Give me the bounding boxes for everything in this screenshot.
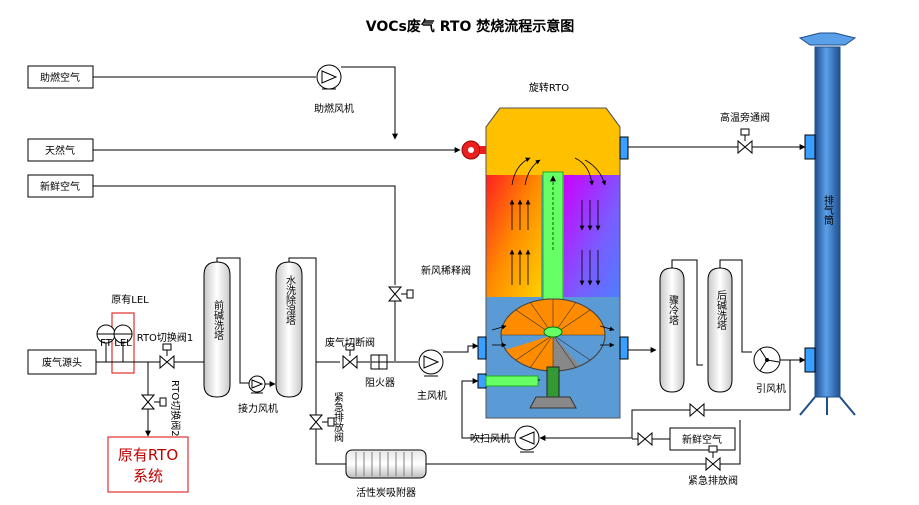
quench-tower: 骤冷塔 bbox=[659, 267, 685, 393]
exhaust-cutoff-valve-label: 废气切断阀 bbox=[325, 336, 375, 349]
main-fan bbox=[418, 349, 444, 377]
rto-switch-valve-1 bbox=[159, 343, 175, 370]
hot-bypass-valve-label: 高温旁通阀 bbox=[720, 111, 770, 124]
exhaust-stack-label: 排气筒 bbox=[822, 194, 834, 226]
svg-text:前碱洗塔: 前碱洗塔 bbox=[212, 299, 224, 341]
lel-highlight-box bbox=[111, 312, 135, 374]
svg-text:新鲜空气: 新鲜空气 bbox=[40, 180, 80, 193]
post-scrubber-tower: 后碱洗塔 bbox=[707, 267, 733, 393]
fresh-dilution-valve-label: 新风稀释阀 bbox=[421, 264, 471, 277]
rto-switch-valve-1-label: RTO切换阀1 bbox=[137, 331, 194, 344]
emergency-vent-valve-2-label: 紧急排放阀 bbox=[688, 474, 738, 487]
svg-text:骤冷塔: 骤冷塔 bbox=[667, 295, 679, 326]
rto-label: 旋转RTO bbox=[529, 81, 569, 94]
purge-fan bbox=[514, 425, 540, 453]
exhaust-stack bbox=[798, 32, 857, 416]
svg-text:后碱洗塔: 后碱洗塔 bbox=[715, 290, 727, 331]
fresh-air-valve bbox=[637, 431, 653, 447]
flame-arrester-label: 阻火器 bbox=[365, 377, 395, 389]
svg-text:天然气: 天然气 bbox=[45, 144, 75, 157]
original-rto-system-box: 原有RTO 系统 bbox=[107, 436, 189, 493]
exhaust-cutoff-valve bbox=[342, 343, 358, 370]
svg-text:助燃空气: 助燃空气 bbox=[40, 71, 80, 84]
emergency-vent-valve-1 bbox=[308, 414, 335, 430]
induced-fan-label: 引风机 bbox=[756, 382, 786, 395]
combustion-fan: 助燃风机 bbox=[314, 64, 354, 115]
fresh-dilution-valve bbox=[387, 286, 414, 302]
combustion-fan-label: 助燃风机 bbox=[314, 102, 354, 115]
flame-arrester bbox=[370, 354, 388, 370]
rto-switch-valve-2-label: RTO切换阀2 bbox=[169, 380, 182, 437]
rto-purge-nozzle bbox=[477, 373, 487, 389]
rotor-shaft bbox=[546, 366, 560, 398]
rto-inlet-nozzle bbox=[477, 336, 487, 360]
water-demister-tower: 水洗除湿塔 bbox=[275, 261, 303, 398]
waste-gas-source-box: 废气源头 bbox=[27, 349, 97, 375]
carbon-adsorber-label: 活性炭吸附器 bbox=[356, 486, 416, 499]
rotary-valve-disc bbox=[500, 298, 606, 372]
main-fan-label: 主风机 bbox=[417, 389, 447, 402]
pre-scrubber-tower: 前碱洗塔 bbox=[203, 261, 231, 398]
emergency-vent-valve-1-label: 紧急排放阀 bbox=[332, 392, 344, 443]
induced-fan bbox=[753, 346, 781, 374]
fresh-air-top-box: 新鲜空气 bbox=[27, 174, 94, 198]
emergency-vent-valve-2 bbox=[705, 445, 721, 472]
return-valve bbox=[689, 402, 705, 418]
natural-gas-box: 天然气 bbox=[27, 138, 94, 162]
rotor-base bbox=[529, 396, 577, 409]
hot-bypass-valve bbox=[737, 128, 753, 155]
svg-text:废气源头: 废气源头 bbox=[42, 356, 82, 369]
combustion-air-box: 助燃空气 bbox=[27, 65, 94, 89]
rto-outlet-nozzle bbox=[619, 336, 629, 360]
original-lel-label: 原有LEL bbox=[111, 293, 149, 306]
booster-fan bbox=[248, 375, 266, 394]
svg-text:原有RTO: 原有RTO bbox=[118, 446, 178, 464]
svg-text:新鲜空气: 新鲜空气 bbox=[682, 433, 722, 446]
svg-text:系统: 系统 bbox=[133, 467, 163, 485]
rto-switch-valve-2 bbox=[140, 394, 167, 410]
booster-fan-label: 接力风机 bbox=[238, 402, 278, 415]
lel-sensor: LEL bbox=[113, 324, 133, 362]
diagram-title: VOCs废气 RTO 焚烧流程示意图 bbox=[366, 18, 574, 35]
fresh-air-bottom-box: 新鲜空气 bbox=[669, 427, 736, 451]
rto-top-nozzle bbox=[619, 136, 629, 160]
svg-text:水洗除湿塔: 水洗除湿塔 bbox=[284, 275, 296, 326]
carbon-adsorber bbox=[345, 449, 427, 479]
